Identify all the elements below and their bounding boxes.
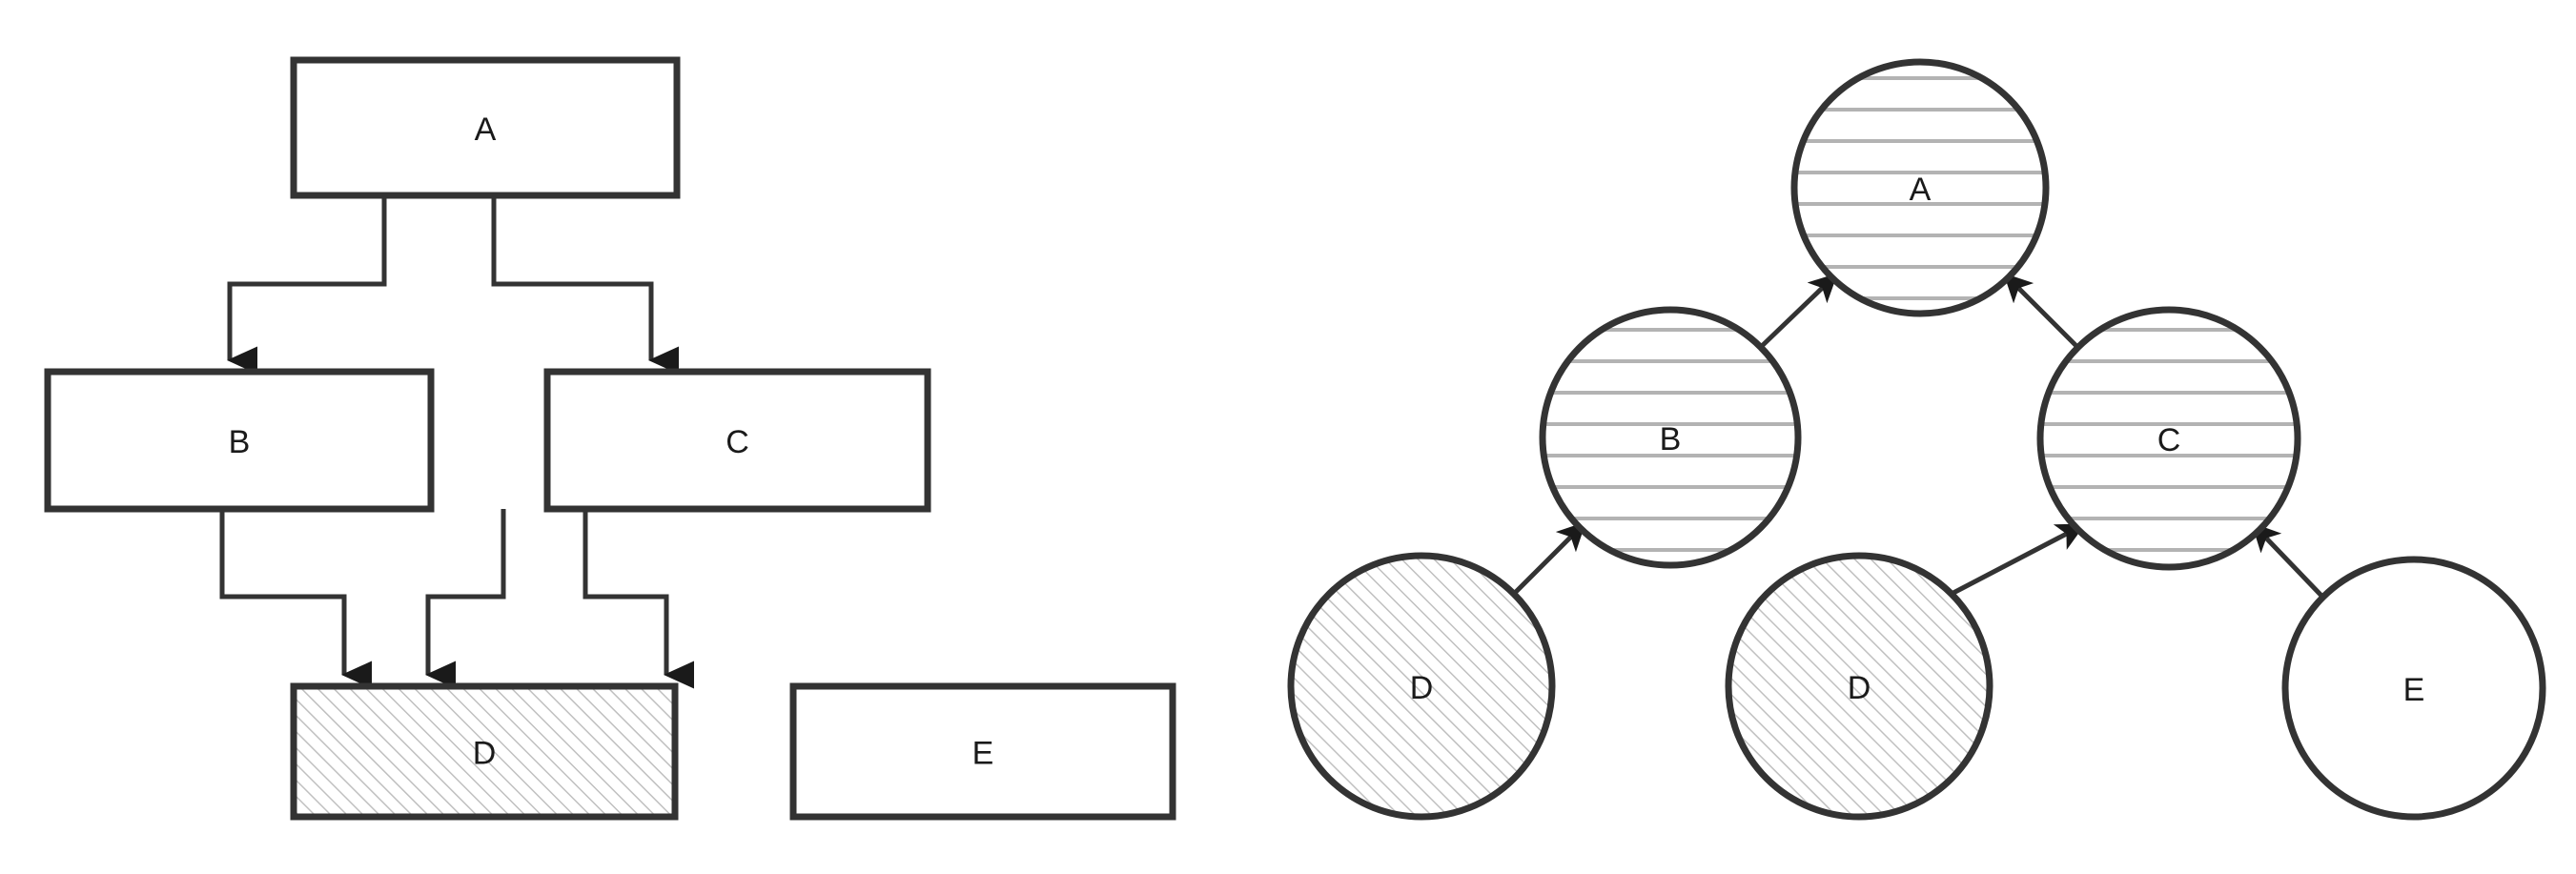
node-label-d: D <box>473 736 497 772</box>
node-circle-e[interactable]: E <box>2281 556 2546 821</box>
node-rect-e[interactable]: E <box>789 682 1176 821</box>
edge-a-to-b <box>227 195 387 375</box>
node-rect-d[interactable]: D <box>290 682 679 821</box>
node-shape <box>2036 306 2301 571</box>
node-group-rectangles: A B C D E <box>44 56 1176 821</box>
edge-b-to-d <box>219 509 373 689</box>
edge-c-to-d <box>425 509 506 689</box>
node-shape <box>543 368 931 513</box>
edge-d2-to-c <box>1950 523 2086 597</box>
node-label-a: A <box>1910 172 1932 208</box>
node-shape <box>1790 58 2050 317</box>
edge-group-rectangles <box>219 195 695 689</box>
edge-c-to-e <box>583 509 695 689</box>
edge-a-to-c <box>491 195 680 375</box>
node-shape <box>789 682 1176 821</box>
node-label-c: C <box>2157 422 2181 458</box>
edge-b-to-a <box>1759 273 1838 349</box>
node-label-b: B <box>1660 421 1682 457</box>
node-rect-a[interactable]: A <box>290 56 681 199</box>
edge-c-to-a <box>2003 273 2080 350</box>
node-shape <box>1725 552 1993 821</box>
node-circle-c[interactable]: C <box>2036 306 2301 571</box>
node-rect-b[interactable]: B <box>44 368 435 513</box>
node-shape <box>2281 556 2546 821</box>
node-shape <box>290 682 679 821</box>
edge-group-circles <box>1512 273 2325 600</box>
node-circle-a[interactable]: A <box>1790 58 2050 317</box>
node-group-circles: A B C D D E <box>1287 58 2546 821</box>
node-label-e: E <box>972 736 994 772</box>
node-label-c: C <box>726 424 749 460</box>
node-shape <box>1539 306 1802 569</box>
node-rect-c[interactable]: C <box>543 368 931 513</box>
node-label-a: A <box>475 112 497 148</box>
node-shape <box>44 368 435 513</box>
node-label-e: E <box>2403 672 2425 708</box>
node-circle-d2[interactable]: D <box>1725 552 1993 821</box>
node-circle-b[interactable]: B <box>1539 306 1802 569</box>
node-label-d2: D <box>1848 670 1871 706</box>
node-label-b: B <box>229 424 251 460</box>
node-label-d1: D <box>1410 670 1434 706</box>
edge-e-to-c <box>2251 522 2325 600</box>
node-circle-d1[interactable]: D <box>1287 552 1556 821</box>
edge-d1-to-b <box>1512 521 1586 596</box>
node-shape <box>1287 552 1556 821</box>
node-shape <box>290 56 681 199</box>
